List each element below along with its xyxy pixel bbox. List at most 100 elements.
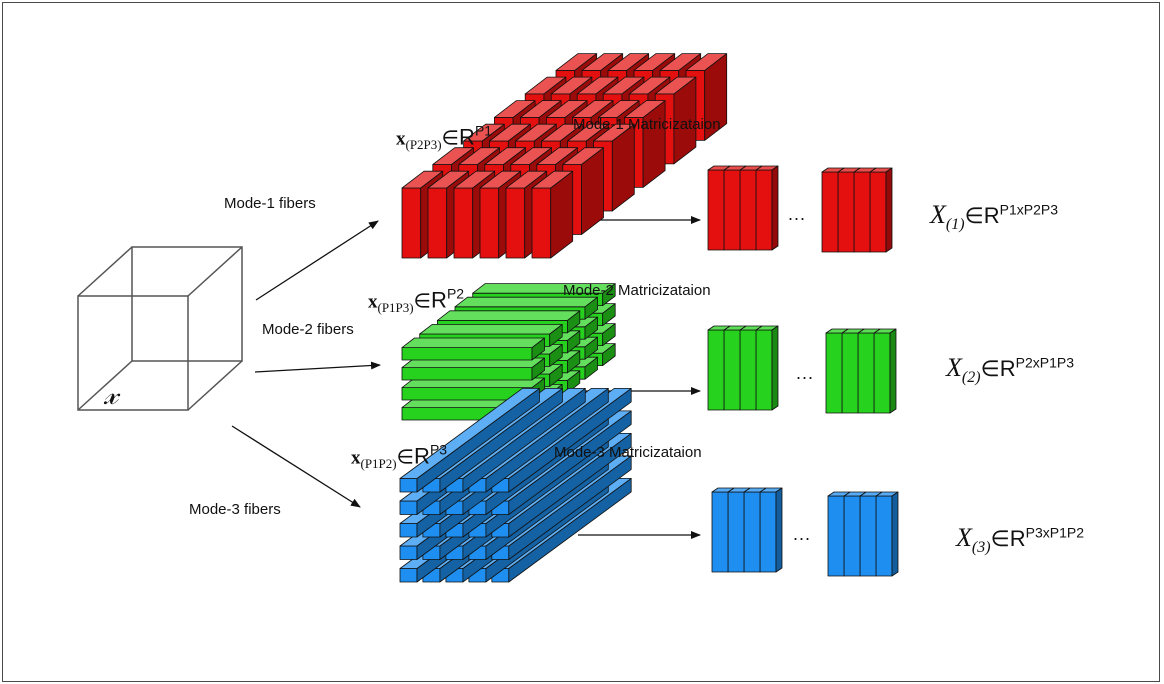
mode1-fiber-arrow xyxy=(255,220,379,301)
mode3-fiber-tube-front-face xyxy=(399,568,418,583)
mode1-fiber-column-top-face xyxy=(567,123,609,142)
mode1-fiber-column xyxy=(531,170,574,259)
mode3-slice-first-strip-front xyxy=(727,491,745,573)
tensor-symbol: 𝓍 xyxy=(104,378,119,411)
mode1-fiber-column-front-face xyxy=(453,187,474,259)
mode2-fiber-space-label: x(P1P3)∈RP2 xyxy=(368,287,464,314)
mode1-unfold-space: R xyxy=(983,203,1000,228)
mode2-slice-first-strip-front xyxy=(739,329,757,411)
mode3-slice-last-strip-top xyxy=(827,491,851,497)
mode3-fiber-space-label: x(P1P2)∈RP3 xyxy=(351,443,447,470)
mode3-slice-first-strip-front xyxy=(759,491,777,573)
mode1-fiber-column-top-face xyxy=(484,147,526,165)
mode2-unfolding-label: X(2)∈RP2xP1P3 xyxy=(946,355,1074,386)
mode1-fiber-column-top-face xyxy=(654,76,697,95)
mode1-slice-first-edge xyxy=(771,165,779,251)
mode1-fiber-column-top-face xyxy=(524,76,567,95)
mode2-unfold-elem: ∈ xyxy=(980,357,1000,382)
mode3-fiber-tube xyxy=(399,387,540,493)
mode3-unfold-exponent: P3xP1P2 xyxy=(1025,524,1084,541)
mode1-fiber-column-top-face xyxy=(598,100,640,118)
mode1-fiber-column-top-face xyxy=(659,53,702,71)
mode3-slice-last-strip-front xyxy=(827,495,845,577)
mode1-space-exponent: P1 xyxy=(474,123,493,139)
mode3-slice-first-strip-front xyxy=(743,491,761,573)
mode2-slice-first-strip-front xyxy=(723,329,741,411)
mode3-fiber-symbol: x xyxy=(351,447,361,469)
mode3-fiber-tube-top-face xyxy=(399,387,540,479)
mode3-unfold-elem: ∈ xyxy=(990,527,1010,552)
mode2-elem-symbol: ∈ xyxy=(413,288,432,313)
mode3-fiber-tube-front-face xyxy=(399,545,418,560)
mode1-fiber-column-top-face xyxy=(541,123,583,142)
mode2-slice-last-strip-top xyxy=(825,328,849,334)
mode1-fiber-column-front-face xyxy=(427,187,448,259)
mode1-fiber-column-top-face xyxy=(562,147,604,165)
mode3-fiber-block xyxy=(399,387,632,583)
mode2-slice-first xyxy=(707,325,779,411)
mode1-elem-symbol: ∈ xyxy=(441,125,460,150)
mode3-fiber-tube-front-face xyxy=(399,478,418,493)
mode1-fiber-column-top-face xyxy=(555,53,598,71)
mode1-fiber-subscript: (P2P3) xyxy=(405,137,442,153)
mode2-slice-last xyxy=(825,328,897,414)
mode1-fiber-column-top-face xyxy=(536,147,578,165)
mode1-fiber-column-top-face xyxy=(531,170,574,189)
mode1-slice-first-strip-front xyxy=(755,169,773,251)
mode1-fiber-column-front-face xyxy=(505,187,526,259)
mode1-fiber-column-top-face xyxy=(633,53,676,71)
mode1-fiber-block xyxy=(401,53,728,259)
mode1-fiber-column-top-face xyxy=(628,76,671,95)
mode1-fiber-column-top-face xyxy=(576,76,619,95)
mode2-fiber-row-front-face xyxy=(401,347,533,361)
mode2-unfold-space: R xyxy=(999,356,1016,381)
mode2-slice-last-strip-front xyxy=(873,332,891,414)
mode2-matricization-label: Mode-2 Matricizataion xyxy=(563,282,711,299)
mode2-fibers-label: Mode-2 fibers xyxy=(262,321,354,338)
mode2-slice-first-strip-front xyxy=(755,329,773,411)
mode1-unfold-symbol: X xyxy=(930,200,946,229)
mode2-fiber-row-top-face xyxy=(401,337,545,349)
mode1-slice-last-strip-front xyxy=(853,171,871,253)
mode1-fiber-column-front-face xyxy=(479,187,500,259)
mode3-slice-first-strip-top xyxy=(711,487,735,493)
mode1-fiber-column-top-face xyxy=(572,100,614,118)
mode3-slice-last xyxy=(827,491,899,577)
mode3-space-symbol: R xyxy=(414,443,430,469)
mode1-fiber-column-top-face xyxy=(685,53,728,71)
mode1-fiber-column-top-face xyxy=(593,123,635,142)
mode2-slice-last-strip-front xyxy=(857,332,875,414)
mode1-fiber-column-top-face xyxy=(550,76,593,95)
mode2-fiber-row-front-face xyxy=(401,367,533,381)
mode3-fiber-tube-front-face xyxy=(399,500,418,515)
mode1-fiber-column-top-face xyxy=(515,123,557,142)
mode1-fiber-column-top-face xyxy=(510,147,552,165)
mode1-fiber-column-top-face xyxy=(607,53,650,71)
mode1-fiber-column-top-face xyxy=(602,76,645,95)
mode3-unfold-index: (3) xyxy=(971,539,991,557)
mode2-fiber-row xyxy=(401,337,545,361)
mode1-unfold-elem: ∈ xyxy=(964,204,984,229)
mode2-slice-last-strip-front xyxy=(841,332,859,414)
mode1-slice-last-strip-top xyxy=(821,167,845,173)
mode3-fibers-label: Mode-3 fibers xyxy=(189,501,281,518)
mode2-fiber-row xyxy=(401,357,545,381)
mode1-slice-last xyxy=(821,167,893,253)
mode1-fiber-column-top-face xyxy=(427,170,470,189)
mode1-fiber-column-top-face xyxy=(401,170,444,189)
mode2-fiber-arrow xyxy=(254,361,381,373)
mode2-slice-last-strip-front xyxy=(825,332,843,414)
mode3-slice-last-strip-front xyxy=(843,495,861,577)
fiber-arrows xyxy=(231,220,381,508)
mode3-slice-first-edge xyxy=(775,487,783,573)
mode2-unfold-exponent: P2xP1P3 xyxy=(1015,354,1074,371)
mode3-fiber-subscript: (P1P2) xyxy=(360,456,397,472)
mode2-fiber-row-top-face xyxy=(454,296,598,308)
mode1-slice-first-strip-top xyxy=(707,165,731,171)
mode3-fiber-tube-front-face xyxy=(399,523,418,538)
mode1-fiber-column-top-face xyxy=(505,170,548,189)
mode1-slice-first-strip-front xyxy=(739,169,757,251)
mode3-unfold-space: R xyxy=(1009,526,1026,551)
